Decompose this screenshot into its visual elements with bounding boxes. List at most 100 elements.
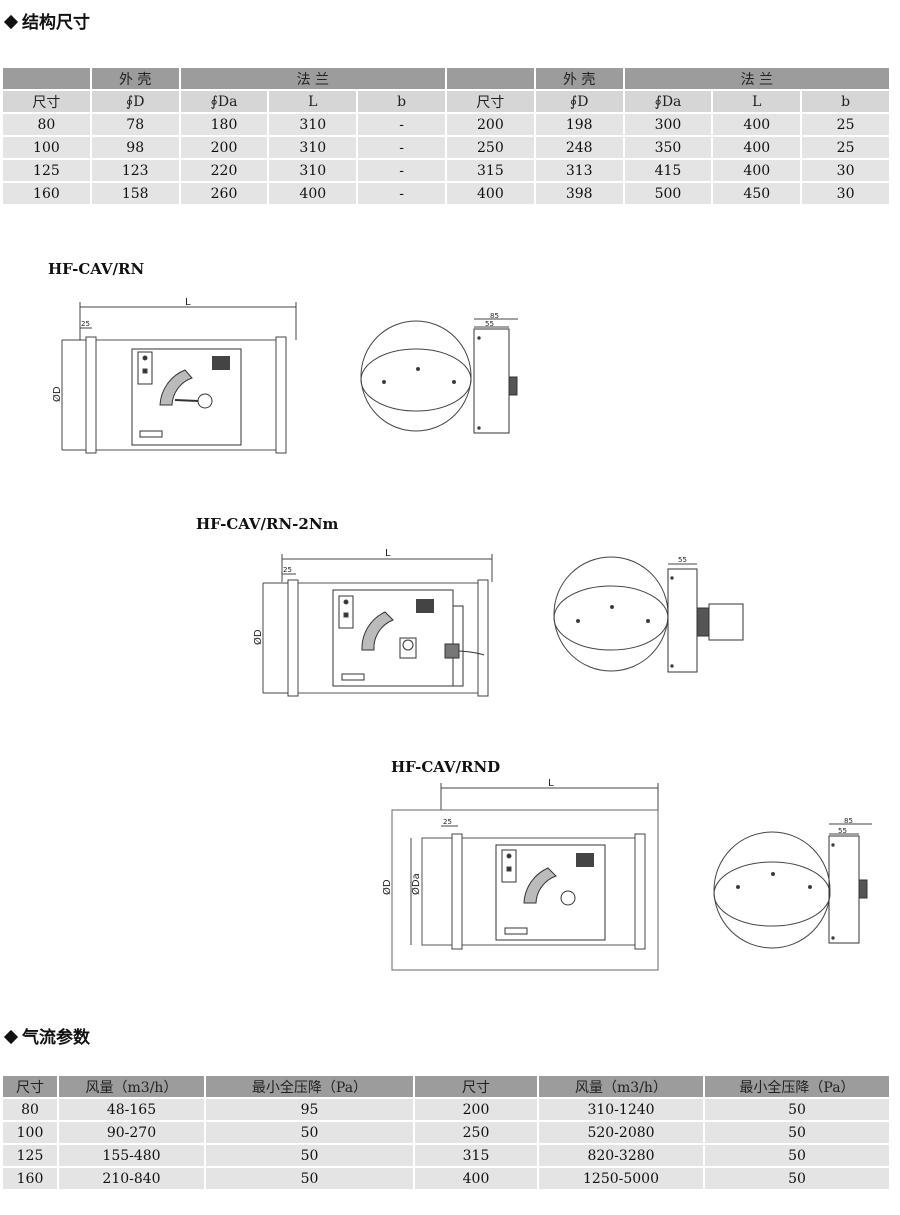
table-cell: 100: [3, 1122, 57, 1143]
diamond-bullet-icon: [3, 1029, 19, 1045]
table-cell: -: [358, 160, 445, 181]
group-header-blank: [446, 68, 534, 89]
section-title-dimensions: 结构尺寸: [3, 8, 90, 33]
airflow-table: 尺寸风量（m3/h）最小全压降（Pa）尺寸风量（m3/h）最小全压降（Pa） 8…: [1, 1074, 891, 1191]
column-header: ∮Da: [180, 91, 268, 112]
table-cell: 78: [91, 114, 179, 135]
column-header: 最小全压降（Pa）: [705, 1076, 889, 1097]
dim-label-l: L: [548, 778, 554, 789]
table-cell: 50: [206, 1145, 413, 1166]
table-cell: 98: [91, 137, 179, 158]
table-cell: 100: [3, 137, 90, 158]
table-cell: 48-165: [59, 1099, 204, 1120]
model-label: HF-CAV/RN: [48, 260, 145, 278]
table-cell: 200: [446, 114, 534, 135]
table-cell: 50: [705, 1099, 889, 1120]
column-header: 风量（m3/h）: [539, 1076, 703, 1097]
table-cell: 400: [713, 137, 801, 158]
table-cell: 155-480: [59, 1145, 204, 1166]
table-cell: 123: [91, 160, 179, 181]
dim-label-l: L: [185, 297, 191, 308]
table-cell: 400: [269, 183, 357, 204]
table-cell: 125: [3, 160, 90, 181]
table-column-header-row: 尺寸风量（m3/h）最小全压降（Pa）尺寸风量（m3/h）最小全压降（Pa）: [3, 1076, 889, 1097]
dim-label-flange: 25: [443, 818, 452, 826]
table-cell: 158: [91, 183, 179, 204]
table-cell: 210-840: [59, 1168, 204, 1189]
column-header: L: [713, 91, 801, 112]
table-cell: 220: [180, 160, 268, 181]
table-cell: 250: [446, 137, 534, 158]
table-cell: 125: [3, 1145, 57, 1166]
drawing-hf-cav-rn-front: 85 55: [360, 312, 518, 434]
dim-label-flange: 25: [283, 566, 292, 574]
column-header: 尺寸: [415, 1076, 537, 1097]
drawing-hf-cav-rn-2nm-side: L 25 ØD: [252, 548, 493, 697]
drawing-hf-cav-rnd-side: L 25 ØD ØDa: [381, 778, 659, 971]
drawing-hf-cav-rn-side: L 25 ØD: [51, 297, 297, 454]
column-header: b: [358, 91, 445, 112]
dim-label-diameter: ØD: [51, 386, 63, 402]
drawing-hf-cav-rn-2nm-front: 55: [553, 556, 744, 673]
table-cell: 400: [713, 160, 801, 181]
dim-label-width-85: 85: [490, 312, 499, 320]
table-cell: -: [358, 114, 445, 135]
table-cell: 50: [705, 1168, 889, 1189]
table-cell: 180: [180, 114, 268, 135]
table-cell: 248: [535, 137, 623, 158]
table-cell: 260: [180, 183, 268, 204]
group-header-flange: 法 兰: [624, 68, 889, 89]
table-cell: 80: [3, 1099, 57, 1120]
column-header: b: [802, 91, 889, 112]
dim-label-diameter: ØD: [252, 629, 264, 645]
dim-label-width-55: 55: [485, 320, 494, 328]
table-group-header-row: 外 壳 法 兰 外 壳 法 兰: [3, 68, 889, 89]
table-cell: 415: [624, 160, 712, 181]
table-cell: 1250-5000: [539, 1168, 703, 1189]
table-cell: 500: [624, 183, 712, 204]
dim-label-flange: 25: [81, 320, 90, 328]
column-header: 尺寸: [3, 91, 90, 112]
dim-label-width-85: 85: [844, 817, 853, 825]
table-cell: 250: [415, 1122, 537, 1143]
column-header: 尺寸: [3, 1076, 57, 1097]
group-header-shell: 外 壳: [91, 68, 179, 89]
table-cell: 95: [206, 1099, 413, 1120]
table-cell: 300: [624, 114, 712, 135]
table-cell: 30: [802, 160, 889, 181]
table-cell: 400: [415, 1168, 537, 1189]
table-cell: 50: [206, 1122, 413, 1143]
model-label: HF-CAV/RN-2Nm: [196, 515, 339, 533]
table-cell: 315: [415, 1145, 537, 1166]
table-cell: 50: [705, 1122, 889, 1143]
table-cell: -: [358, 183, 445, 204]
column-header: 尺寸: [446, 91, 534, 112]
column-header: ∮Da: [624, 91, 712, 112]
column-header: ∮D: [91, 91, 179, 112]
column-header: 风量（m3/h）: [59, 1076, 204, 1097]
table-cell: 50: [705, 1145, 889, 1166]
section-title-airflow: 气流参数: [3, 1023, 90, 1048]
table-cell: 160: [3, 183, 90, 204]
table-cell: 30: [802, 183, 889, 204]
table-cell: 310: [269, 114, 357, 135]
table-cell: 310-1240: [539, 1099, 703, 1120]
column-header: 最小全压降（Pa）: [206, 1076, 413, 1097]
column-header: ∮D: [535, 91, 623, 112]
group-header-flange: 法 兰: [180, 68, 445, 89]
table-cell: 25: [802, 137, 889, 158]
table-cell: 313: [535, 160, 623, 181]
table-cell: 450: [713, 183, 801, 204]
group-header-blank: [3, 68, 90, 89]
table-cell: 820-3280: [539, 1145, 703, 1166]
table-cell: 200: [415, 1099, 537, 1120]
table-cell: 90-270: [59, 1122, 204, 1143]
technical-drawings: L 25 ØD 85 55: [51, 297, 872, 971]
dim-label-width-55: 55: [678, 556, 687, 564]
table-cell: 310: [269, 137, 357, 158]
